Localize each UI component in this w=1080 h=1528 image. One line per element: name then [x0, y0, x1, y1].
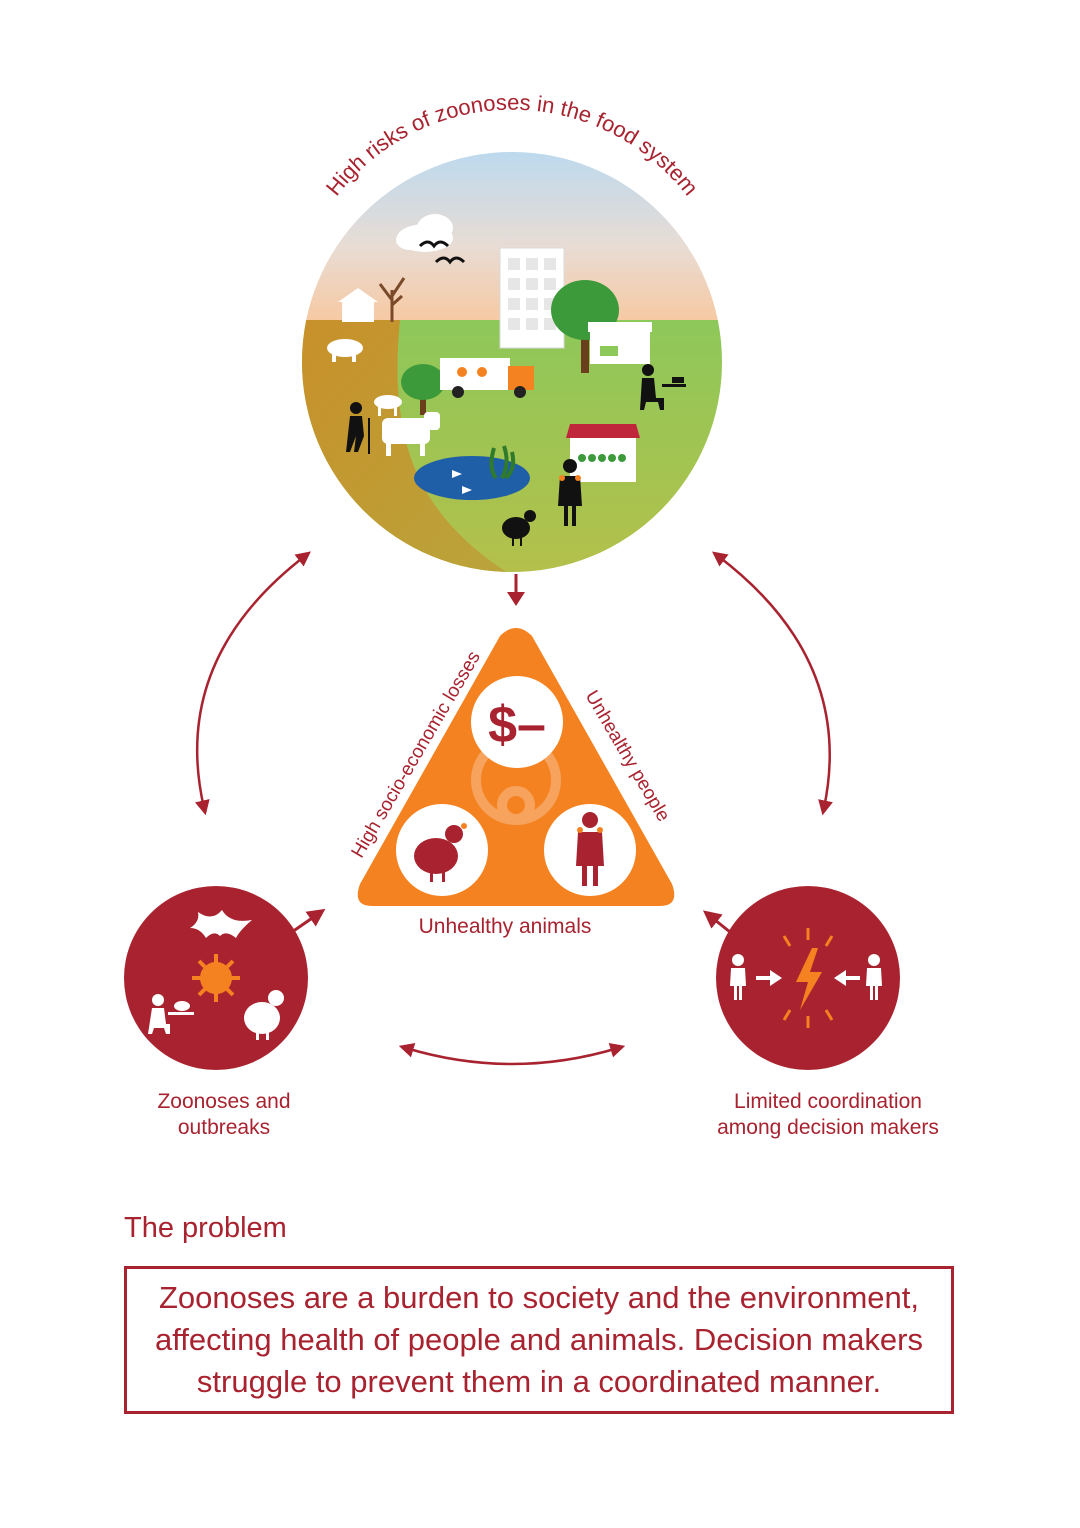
- goat-icon: [374, 395, 402, 416]
- right-curved-arrow: [712, 551, 833, 816]
- scene-to-triangle-arrow: [507, 574, 525, 606]
- truck-icon: [440, 358, 534, 398]
- left-node-arrow: [291, 908, 326, 934]
- market-stall-icon: [566, 424, 640, 482]
- virus-icon: [192, 954, 240, 1002]
- bare-tree-icon: [378, 277, 406, 322]
- person-walking-icon: [346, 402, 370, 454]
- small-tree-icon: [401, 364, 445, 415]
- coordination-node: [716, 886, 900, 1070]
- cloud-icon: [396, 214, 453, 252]
- cow-icon: [382, 412, 440, 456]
- sick-person-circle-icon: [576, 812, 604, 886]
- hen-icon: [244, 990, 284, 1040]
- unhealthy-animals-label: Unhealthy animals: [419, 915, 592, 938]
- zoonoses-label: Zoonoses and outbreaks: [157, 1090, 291, 1139]
- arrow-left-icon: [834, 970, 860, 986]
- arrow-right-icon: [756, 970, 782, 986]
- pig-icon: [327, 339, 363, 362]
- person-eating-node-icon: [148, 994, 194, 1034]
- birds-icon: [418, 240, 466, 265]
- food-system-scene: [302, 152, 722, 572]
- bat-icon: [190, 910, 252, 938]
- problem-heading: The problem: [124, 1212, 287, 1244]
- impact-triangle: $–: [357, 628, 675, 906]
- house-icon: [338, 288, 378, 322]
- losses-circle: [471, 676, 563, 768]
- person-left-icon: [730, 954, 746, 1000]
- problem-box: Zoonoses are a burden to society and the…: [124, 1266, 954, 1414]
- zoonoses-node: [124, 886, 308, 1070]
- building-icon: [499, 247, 565, 349]
- sick-chicken-icon: [414, 823, 467, 882]
- chicken-icon: [502, 510, 536, 546]
- sick-person-icon: [558, 459, 582, 526]
- farmhouse-icon: [588, 322, 652, 364]
- person-eating-icon: [640, 364, 686, 410]
- coordination-label: Limited coordination among decision make…: [717, 1090, 939, 1139]
- right-node-arrow: [702, 910, 731, 934]
- left-curved-arrow: [195, 551, 311, 816]
- bottom-curved-arrow: [398, 1042, 626, 1066]
- money-loss-icon: $–: [488, 696, 546, 754]
- problem-statement: Zoonoses are a burden to society and the…: [155, 1280, 923, 1399]
- pond-icon: [414, 445, 530, 500]
- lightning-icon: [782, 928, 834, 1028]
- person-right-icon: [866, 954, 882, 1000]
